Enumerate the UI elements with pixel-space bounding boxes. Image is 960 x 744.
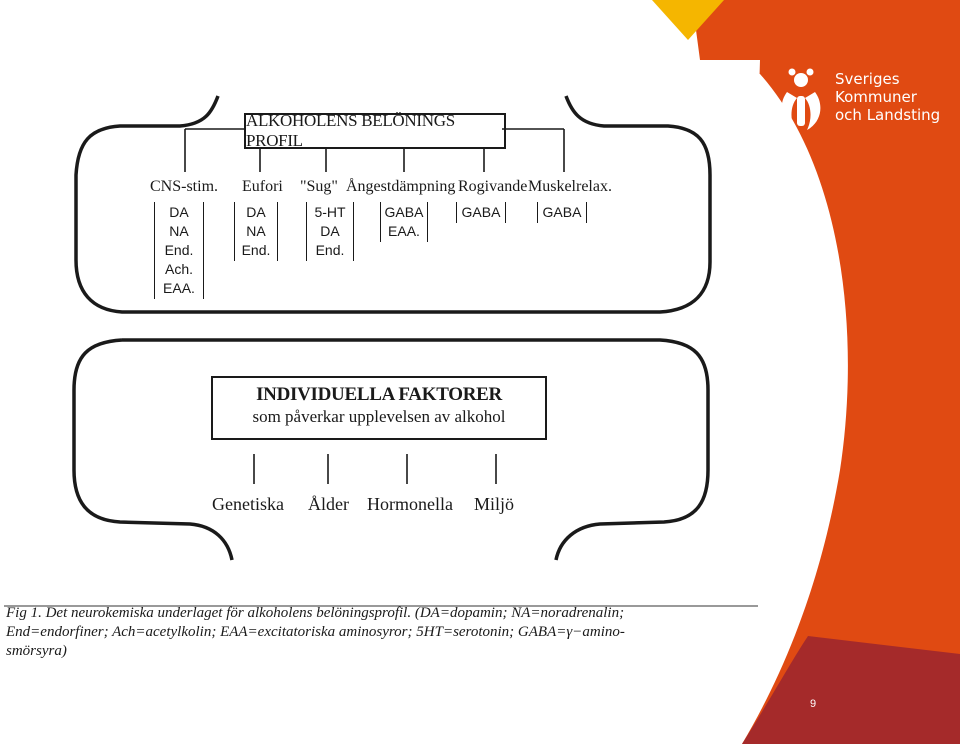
diagram-title-box: ALKOHOLENS BELÖNINGS PROFIL <box>244 111 506 150</box>
brand-line-1: Sveriges <box>835 70 900 88</box>
category-label: "Sug" <box>300 178 338 195</box>
category-label: Eufori <box>242 178 283 195</box>
chemical-item: End. <box>315 242 345 258</box>
chemical-item: GABA <box>384 204 424 220</box>
chemical-list-eufori: DA NA End. <box>234 202 278 261</box>
chemical-item: End. <box>164 242 194 258</box>
factor-label: Ålder <box>308 494 349 514</box>
title-connector-tree <box>184 128 565 172</box>
category-label: Ångestdämpning <box>346 178 456 195</box>
chemical-item: NA <box>246 223 266 239</box>
brand-line-2: Kommuner <box>835 88 917 106</box>
chemical-item: DA <box>246 204 266 220</box>
skl-figure-icon <box>781 68 821 130</box>
chemical-item: NA <box>169 223 189 239</box>
diagram-title: ALKOHOLENS BELÖNINGS PROFIL <box>246 111 455 150</box>
caption-line-1: Fig 1. Det neurokemiska underlaget för a… <box>6 605 625 621</box>
individual-factors-title: INDIVIDUELLA FAKTORER <box>256 384 502 405</box>
caption-line-2: End=endorfiner; Ach=acetylkolin; EAA=exc… <box>6 624 625 640</box>
chemical-item: End. <box>241 242 271 258</box>
chemical-item: GABA <box>461 204 501 220</box>
chemical-item: GABA <box>542 204 582 220</box>
yellow-triangle <box>652 0 724 40</box>
factor-label: Hormonella <box>367 494 453 514</box>
chemical-list-angest: GABA EAA. <box>380 202 428 242</box>
category-label: CNS-stim. <box>150 178 219 195</box>
red-corner <box>742 636 960 744</box>
chemical-list-cns: DA NA End. Ach. EAA. <box>154 202 204 299</box>
chemical-item: 5-HT <box>314 204 346 220</box>
individual-factors-subtitle: som påverkar upplevelsen av alkohol <box>252 407 506 426</box>
factor-connector-lines <box>253 454 497 484</box>
chemical-list-sug: 5-HT DA End. <box>306 202 354 261</box>
chemical-list-rogivande: GABA <box>456 202 506 223</box>
factor-label: Miljö <box>474 494 515 514</box>
category-label: Rogivande <box>458 178 528 195</box>
chemical-item: EAA. <box>388 223 420 239</box>
chemical-item: DA <box>320 223 340 239</box>
chemical-list-muskelrelax: GABA <box>537 202 587 223</box>
individual-factors-box: INDIVIDUELLA FAKTORER som påverkar upple… <box>211 376 547 440</box>
white-curve <box>0 0 848 744</box>
factor-label: Genetiska <box>212 494 284 514</box>
chemical-item: EAA. <box>163 280 195 296</box>
figure-caption: Fig 1. Det neurokemiska underlaget för a… <box>6 604 746 661</box>
chemical-item: DA <box>169 204 189 220</box>
top-curly-bracket <box>74 95 712 314</box>
page-number: 9 <box>810 698 817 710</box>
brand-logo-text: Sveriges Kommuner och Landsting <box>835 70 940 124</box>
chemical-item: Ach. <box>164 261 193 277</box>
category-label: Muskelrelax. <box>528 178 612 195</box>
bottom-curly-bracket <box>72 338 710 561</box>
brand-line-3: och Landsting <box>835 106 941 124</box>
caption-line-3: smörsyra) <box>6 643 67 659</box>
